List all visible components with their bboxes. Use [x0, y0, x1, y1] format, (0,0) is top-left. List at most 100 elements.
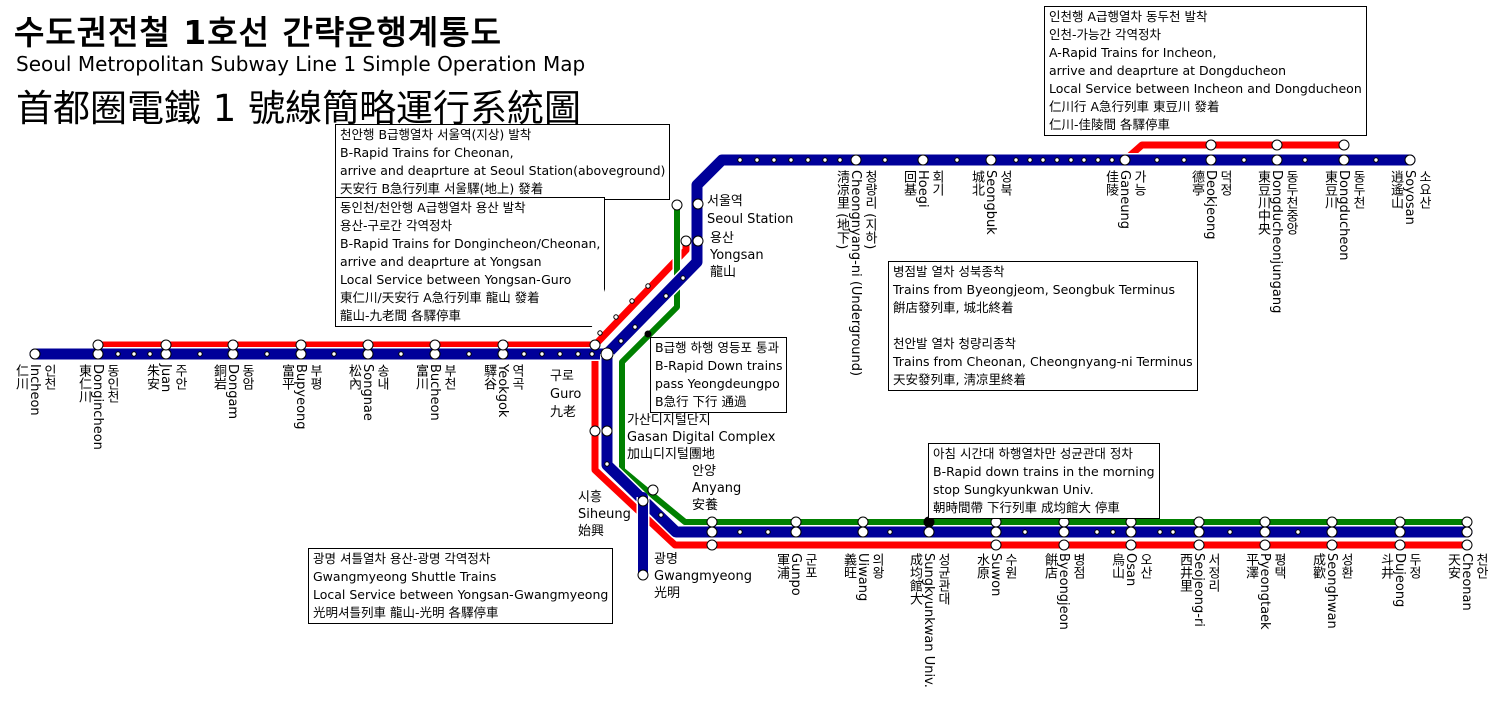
note-line: 光明셔틀列車 龍山-光明 各驛停車 [313, 605, 499, 620]
minor-station-dot [1157, 529, 1163, 535]
station-name-ko: 오산 [1137, 553, 1152, 579]
note-line: Trains from Byeongjeom, Seongbuk Terminu… [893, 282, 1175, 297]
minor-station-dot [1154, 157, 1160, 163]
station-marker [990, 526, 1002, 538]
minor-station-dot [837, 157, 843, 163]
note-line: B-Rapid down trains in the morning [933, 464, 1155, 479]
seoul-en: Seoul Station [707, 212, 794, 227]
station-marker-seoul-b [671, 199, 683, 211]
station-label-yongsan[interactable]: 용산 Yongsan 龍山 [710, 230, 764, 281]
note-line: B-Rapid Trains for Cheonan, [340, 145, 514, 160]
minor-station-dot [1181, 157, 1187, 163]
note-line: 東仁川/天安行 A急行列車 龍山 發着 [340, 290, 540, 305]
yongsan-hanja: 龍山 [710, 265, 737, 280]
station-label-guro[interactable]: 구로 Guro 九老 [550, 368, 581, 422]
minor-station-dot [1302, 157, 1308, 163]
minor-station-dot [1081, 157, 1087, 163]
station-marker [790, 526, 802, 538]
note-line: 인천행 A급행열차 동두천 발착 [1049, 9, 1208, 24]
minor-station-dot [822, 157, 828, 163]
station-label-cheongnyang-ni-underground[interactable]: 청량리 (지하)Cheongnyang-ni (Underground)淸凉里 … [834, 170, 877, 376]
minor-station-dot [398, 351, 404, 357]
station-name-en: Seongbuk [983, 170, 998, 235]
station-label-gwangmyeong[interactable]: 광명 Gwangmyeong 光明 [654, 551, 752, 602]
station-name-en: Dongam [225, 364, 240, 420]
minor-station-dot [1013, 157, 1019, 163]
station-marker [1271, 139, 1283, 151]
station-marker [1193, 539, 1205, 551]
station-marker [295, 339, 307, 351]
minor-station-dot [131, 351, 137, 357]
station-name-ko: 주안 [172, 364, 187, 390]
note-line: 아침 시간대 하행열차만 성균관대 정차 [933, 446, 1133, 461]
station-name-en: Suwon [988, 553, 1003, 597]
note-line: pass Yeongdeungpo [655, 376, 780, 391]
note-line [893, 317, 1193, 335]
station-name-ko: 서정리 [1205, 553, 1220, 592]
station-name-hanja: 東仁川 [76, 364, 91, 403]
local-north-route [29, 154, 1416, 360]
station-name-ko: 인천 [41, 364, 56, 390]
siheung-en: Siheung [578, 507, 631, 522]
station-marker [857, 526, 869, 538]
station-label-gasan[interactable]: 가산디지털단지 Gasan Digital Complex 加山디지털團地 [627, 412, 775, 463]
station-label-siheung[interactable]: 시흥 Siheung 始興 [578, 489, 631, 540]
station-name-hanja: 東豆川中央 [1255, 170, 1270, 235]
minor-station-dot [1295, 529, 1301, 535]
minor-station-dot [604, 461, 610, 467]
station-name-en: Bupyeong [293, 364, 308, 430]
guro-en: Guro [550, 387, 582, 402]
anyang-hanja: 安養 [692, 498, 719, 513]
station-name-ko: 평택 [1271, 553, 1286, 579]
station-name-hanja: 驛谷 [481, 364, 496, 390]
rapid-a-south-route [591, 341, 1471, 549]
station-marker-seoul [692, 198, 704, 210]
station-marker-gasan [601, 425, 613, 437]
station-name-hanja: 城北 [969, 170, 984, 196]
minor-station-dot [618, 338, 624, 344]
station-label-seoul[interactable]: 서울역 Seoul Station [707, 193, 793, 229]
note-line: 仁川-佳陵間 各驛停車 [1049, 117, 1170, 132]
station-label-anyang[interactable]: 안양 Anyang 安養 [692, 463, 741, 514]
station-name-ko: 역곡 [509, 364, 524, 390]
station-marker [1271, 154, 1283, 166]
station-name-en: Byeongjeon [1056, 553, 1071, 630]
note-line: arrive and deaprture at Yongsan [340, 254, 542, 269]
station-name-hanja: 西井里 [1177, 553, 1192, 592]
minor-station-dot [589, 351, 595, 357]
minor-station-dot [629, 298, 635, 304]
station-marker-yongsan-a [680, 235, 692, 247]
station-name-hanja: 銅岩 [211, 364, 226, 390]
minor-station-dot [1022, 529, 1028, 535]
station-name-en: Cheonan [1459, 553, 1474, 611]
station-marker [1125, 526, 1137, 538]
